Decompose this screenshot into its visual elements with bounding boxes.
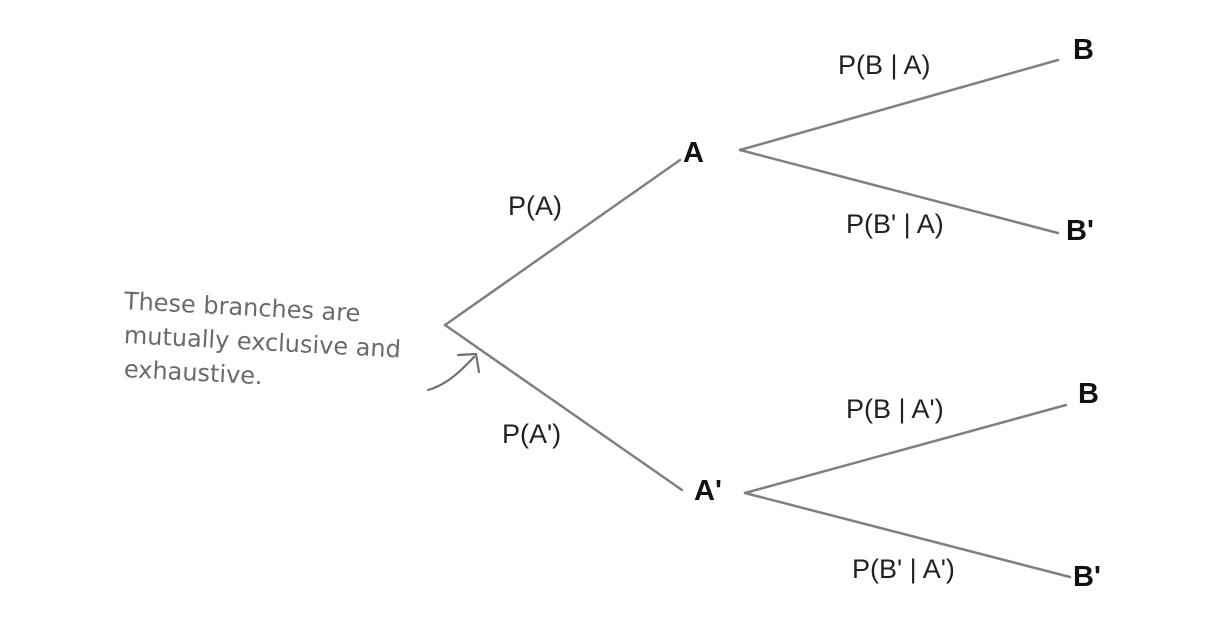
label-p-b-given-a-prime: P(B | A')	[846, 394, 944, 424]
node-b-prime-lower: B'	[1073, 561, 1101, 593]
branch-a-prime-to-b	[743, 403, 1068, 495]
label-p-b-given-a: P(B | A)	[838, 50, 931, 80]
branch-a-to-b-prime	[738, 148, 1060, 235]
branch-root-to-a-prime	[443, 323, 684, 492]
annotation-arrow-icon	[426, 352, 481, 392]
node-b-lower: B	[1078, 378, 1099, 410]
label-p-a-prime: P(A')	[502, 419, 562, 449]
label-p-a: P(A)	[508, 191, 562, 221]
node-a-prime: A'	[694, 475, 722, 507]
branch-a-to-b	[738, 58, 1060, 152]
node-a: A	[683, 137, 704, 169]
branch-root-to-a	[443, 158, 682, 327]
handwritten-annotation: These branches are mutually exclusive an…	[123, 287, 424, 390]
branch-a-prime-to-b-prime	[743, 491, 1072, 579]
node-b-upper: B	[1073, 34, 1094, 66]
label-p-b-prime-given-a: P(B' | A)	[846, 209, 944, 239]
node-b-prime-upper: B'	[1066, 215, 1094, 247]
label-p-b-prime-given-a-prime: P(B' | A')	[852, 554, 955, 584]
